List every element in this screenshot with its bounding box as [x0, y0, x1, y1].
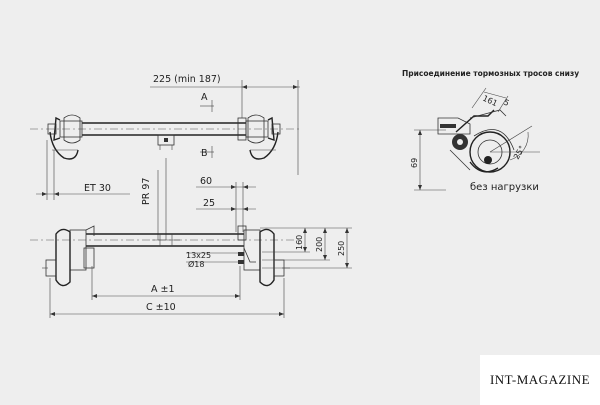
- bolt-size-label: 13x25: [186, 251, 211, 260]
- detail-angle-label: 25°: [512, 144, 527, 161]
- dimension-heights: [260, 227, 352, 269]
- hole-size-label: Ø18: [188, 259, 204, 269]
- dimension-160-label: 160: [295, 235, 304, 250]
- detail-69-label: 69: [410, 158, 419, 168]
- dimension-pr: [157, 158, 167, 240]
- dimension-225-label: 225 (min 187): [153, 74, 221, 85]
- brake-detail-drawing: [414, 87, 540, 191]
- dimension-60-label: 60: [200, 176, 212, 187]
- bolt-callout: [186, 252, 240, 263]
- dimension-et-label: ET 30: [84, 183, 111, 194]
- dimension-a: [91, 266, 241, 300]
- dimension-60-25: [196, 182, 256, 232]
- section-b-label: B: [201, 148, 208, 159]
- watermark-text: INT-MAGAZINE: [489, 372, 591, 387]
- axle-top-view: [30, 100, 300, 160]
- detail-5-label: 5: [502, 98, 510, 108]
- dimension-c: [49, 278, 285, 318]
- detail-caption: без нагрузки: [470, 182, 539, 193]
- dimension-pr-label: PR 97: [141, 178, 152, 205]
- detail-161-label: 161: [481, 94, 499, 109]
- dimension-a-label: A ±1: [151, 284, 175, 295]
- detail-title: Присоединение тормозных тросов снизу: [402, 69, 579, 78]
- dimension-c-label: C ±10: [146, 302, 176, 313]
- watermark: INT-MAGAZINE: [480, 355, 600, 405]
- section-a-label: A: [201, 92, 208, 103]
- dimension-225: [150, 80, 300, 175]
- dimension-250-label: 250: [337, 241, 346, 256]
- dimension-25-label: 25: [203, 198, 215, 209]
- dimension-et: [36, 140, 130, 200]
- dimension-200-label: 200: [315, 237, 324, 252]
- axle-bottom-view: [30, 225, 300, 287]
